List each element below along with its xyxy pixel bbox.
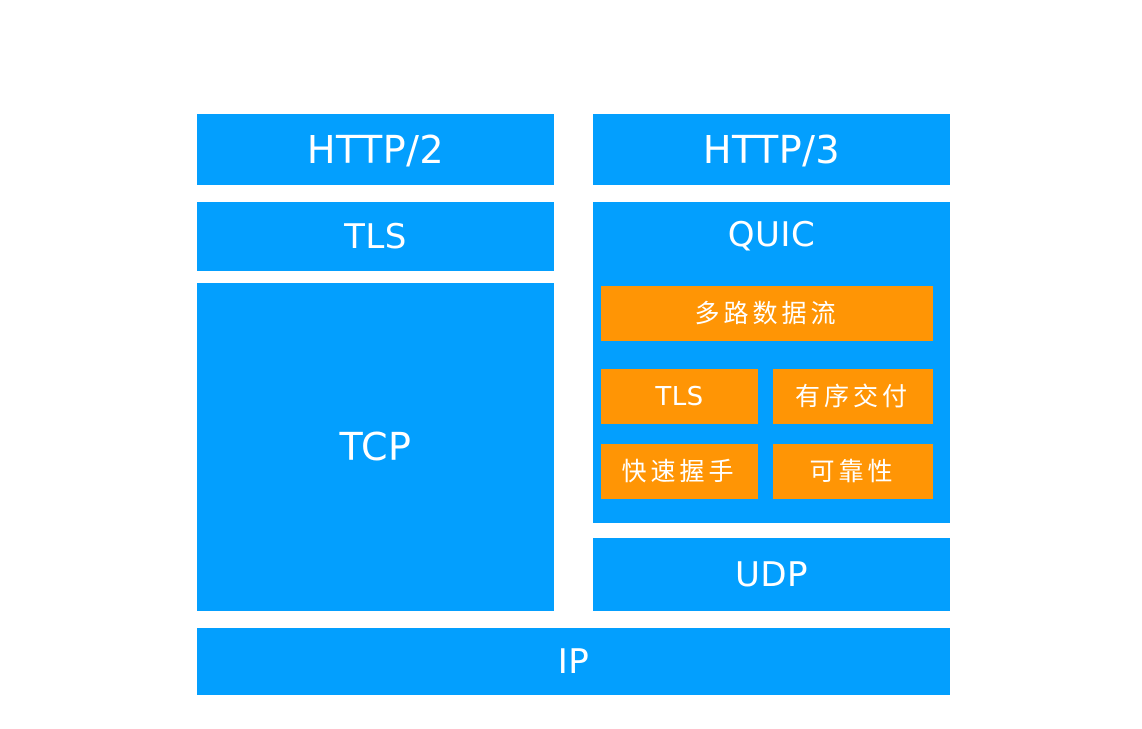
quic-feature-tls: TLS — [601, 369, 758, 424]
quic-feature-ordered-delivery: 有序交付 — [773, 369, 933, 424]
layer-http2: HTTP/2 — [197, 114, 554, 185]
quic-feature-multistream: 多路数据流 — [601, 286, 933, 341]
quic-feature-reliability: 可靠性 — [773, 444, 933, 499]
layer-tls-left: TLS — [197, 202, 554, 271]
layer-ip: IP — [197, 628, 950, 695]
layer-tcp: TCP — [197, 283, 554, 611]
quic-feature-fast-handshake: 快速握手 — [601, 444, 758, 499]
layer-quic: QUIC 多路数据流 TLS 有序交付 快速握手 可靠性 — [593, 202, 950, 523]
layer-udp: UDP — [593, 538, 950, 611]
layer-quic-label: QUIC — [727, 215, 816, 255]
layer-http3: HTTP/3 — [593, 114, 950, 185]
